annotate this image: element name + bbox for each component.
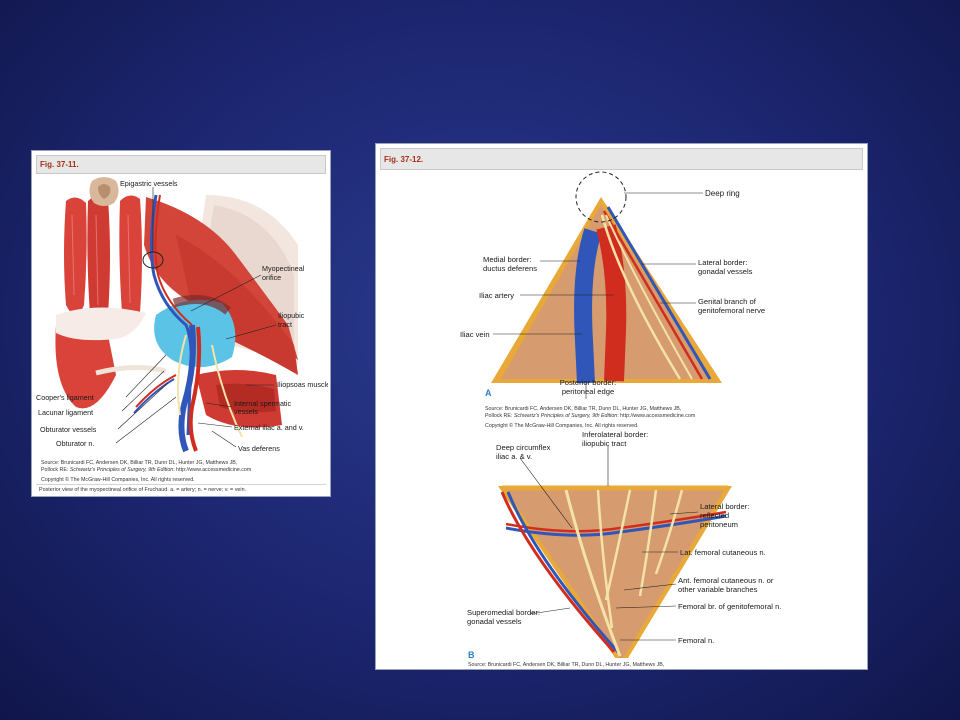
label-iliopsoas-muscle: Iliopsoas muscle	[277, 380, 328, 389]
label-iliopubic-tract-1: Iliopubic	[278, 311, 305, 320]
label-ant-femoral-cutaneous-1: Ant. femoral cutaneous n. or	[678, 576, 774, 585]
label-iliac-vein: Iliac vein	[460, 330, 490, 339]
label-posterior-border-1: Posterior border:	[560, 378, 617, 387]
panel-a-letter: A	[485, 388, 492, 398]
label-ant-femoral-cutaneous-2: other variable branches	[678, 585, 758, 594]
figure-37-11-source: Source: Brunicardi FC, Andersen DK, Bill…	[41, 460, 252, 483]
label-lateral-border-a-1: Lateral border:	[698, 258, 747, 267]
label-internal-spermatic-vessels-1: Internal spermatic	[234, 399, 292, 408]
figure-37-12-header: Fig. 37-12.	[380, 148, 863, 170]
label-femoral-n: Femoral n.	[678, 636, 714, 645]
label-lacunar-ligament: Lacunar ligament	[38, 408, 93, 417]
label-deep-ring: Deep ring	[705, 189, 740, 198]
label-vas-deferens: Vas deferens	[238, 444, 280, 453]
label-posterior-border-2: peritoneal edge	[562, 387, 614, 396]
label-epigastric-vessels: Epigastric vessels	[120, 179, 178, 188]
label-deep-circumflex-1: Deep circumflex	[496, 443, 551, 452]
figure-37-11-header: Fig. 37-11.	[36, 155, 326, 174]
label-superomedial-border-2: gonadal vessels	[467, 617, 522, 626]
label-genital-branch-1: Genital branch of	[698, 297, 757, 306]
label-lateral-border-b-1: Lateral border:	[700, 502, 749, 511]
label-internal-spermatic-vessels-2: vessels	[234, 407, 258, 416]
panel-a-illustration: Deep ring Medial border: ductus deferens…	[460, 171, 765, 399]
figure-37-11-panel: Fig. 37-11.	[31, 150, 331, 497]
label-lat-femoral-cutaneous: Lat. femoral cutaneous n.	[680, 548, 766, 557]
panel-b-source: Source: Brunicardi FC, Andersen DK, Bill…	[468, 662, 665, 668]
panel-b-letter: B	[468, 650, 475, 658]
label-external-iliac: External iliac a. and v.	[234, 423, 304, 432]
label-genital-branch-2: genitofemoral nerve	[698, 306, 765, 315]
label-coopers-ligament: Cooper's ligament	[36, 393, 94, 402]
label-deep-circumflex-2: iliac a. & v.	[496, 452, 532, 461]
label-superomedial-border-1: Superomedial border:	[467, 608, 540, 617]
label-inferolateral-border-2: iliopubic tract	[582, 439, 627, 448]
myopectineal-orifice-illustration: Epigastric vessels Myopectineal orifice …	[36, 177, 328, 453]
panel-a-source: Source: Brunicardi FC, Andersen DK, Bill…	[485, 406, 696, 429]
label-myopectineal-orifice-1: Myopectineal	[262, 264, 305, 273]
label-lateral-border-b-3: peritoneum	[700, 520, 738, 529]
label-myopectineal-orifice-2: orifice	[262, 273, 281, 282]
label-medial-border-2: ductus deferens	[483, 264, 537, 273]
label-lateral-border-b-2: reflected	[700, 511, 729, 520]
label-iliac-artery: Iliac artery	[479, 291, 514, 300]
label-obturator-vessels: Obturator vessels	[40, 425, 97, 434]
label-obturator-n: Obturator n.	[56, 439, 94, 448]
panel-b-illustration: Inferolateral border: iliopubic tract De…	[467, 430, 781, 658]
label-inferolateral-border-1: Inferolateral border:	[582, 430, 648, 439]
label-iliopubic-tract-2: tract	[278, 320, 292, 329]
figure-37-11-caption: Posterior view of the myopectineal orifi…	[36, 484, 326, 496]
label-femoral-br-genitofemoral: Femoral br. of genitofemoral n.	[678, 602, 781, 611]
figure-37-12-panel: Fig. 37-12. Deep ring Medial border: duc…	[375, 143, 868, 670]
label-lateral-border-a-2: gonadal vessels	[698, 267, 753, 276]
label-medial-border-1: Medial border:	[483, 255, 532, 264]
